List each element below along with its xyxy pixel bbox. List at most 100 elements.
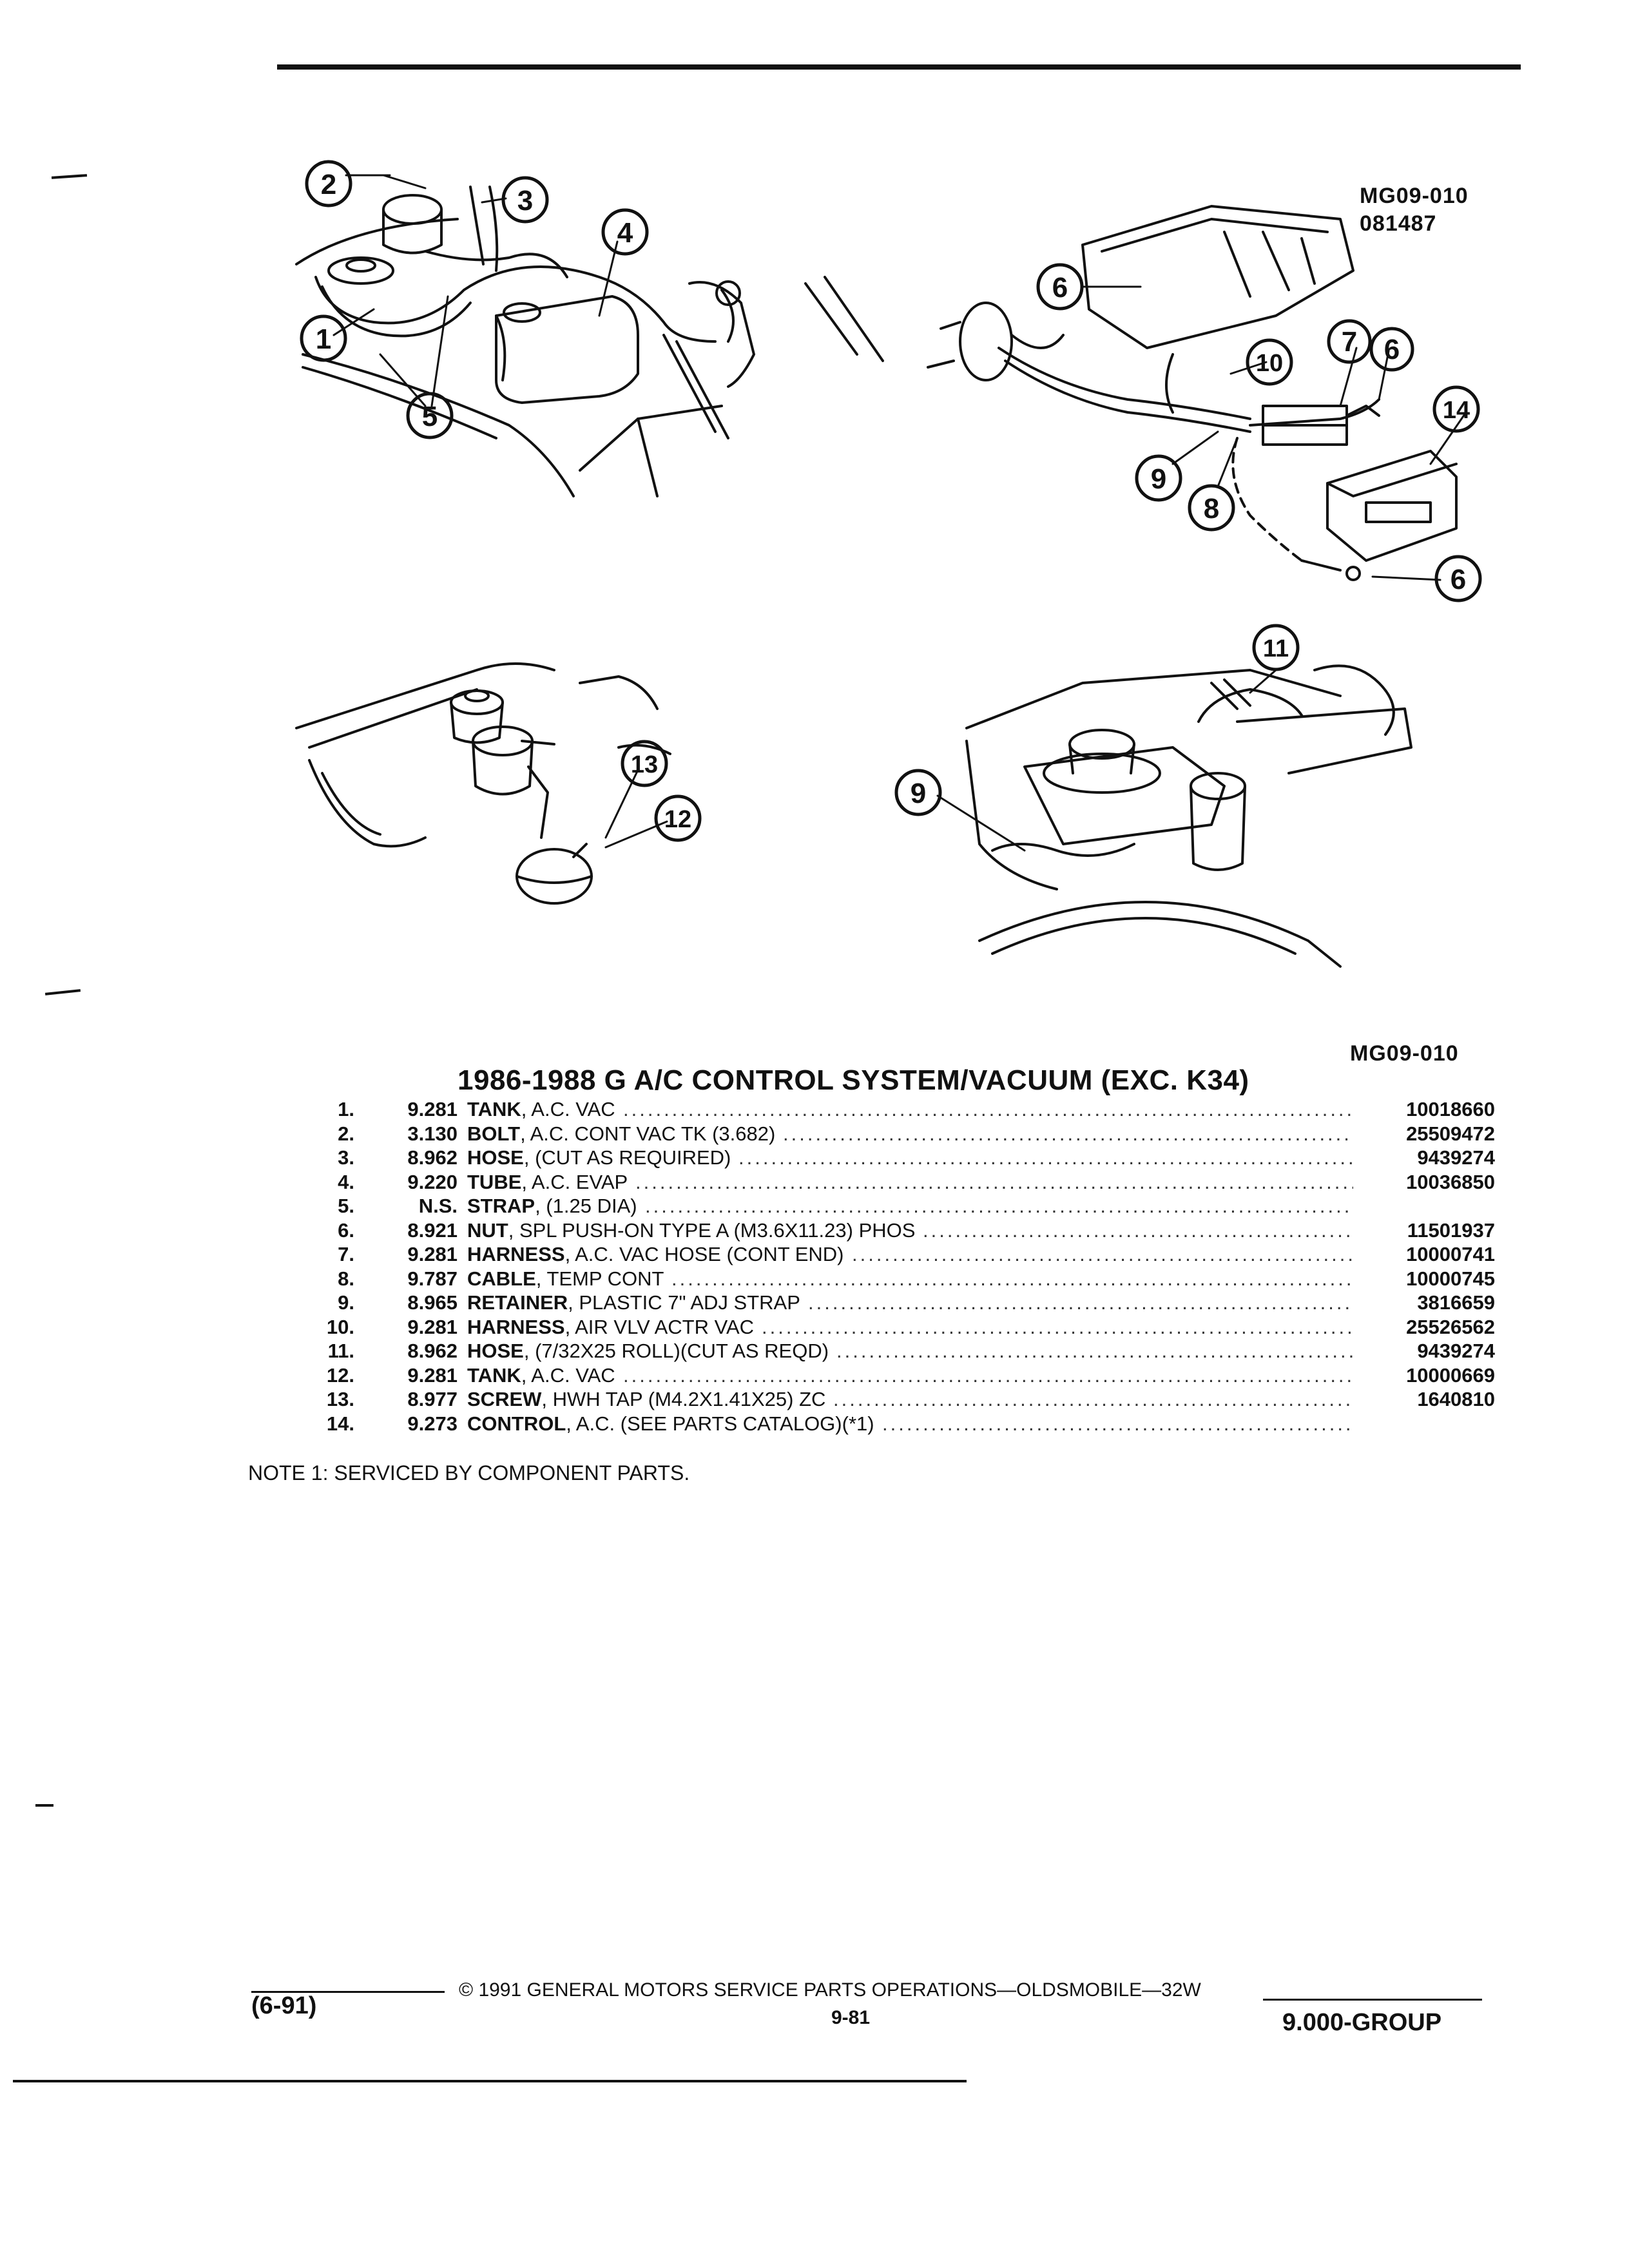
part-description: HOSE, (CUT AS REQUIRED) <box>467 1146 731 1169</box>
figure-engine-vacuum-tank: 2 3 4 1 5 <box>295 160 884 497</box>
callout-6c: 6 <box>1451 564 1466 595</box>
leader-dots: ........................................… <box>762 1315 1353 1338</box>
part-description: HOSE, (7/32X25 ROLL)(CUT AS REQD) <box>467 1340 829 1363</box>
item-number: 5. <box>338 1195 354 1217</box>
part-number: 1640810 <box>1417 1388 1495 1410</box>
part-detail: , A.C. VAC HOSE (CONT END) <box>564 1243 844 1265</box>
leader-dots: ........................................… <box>623 1363 1353 1387</box>
part-description: SCREW, HWH TAP (M4.2X1.41X25) ZC <box>467 1388 825 1411</box>
group-number: 9.281 <box>407 1243 458 1265</box>
leader-dots: ........................................… <box>645 1195 1353 1217</box>
item-number: 14. <box>326 1412 354 1435</box>
part-name: RETAINER <box>467 1291 568 1314</box>
figure-code-top: MG09-010 <box>1360 184 1469 208</box>
item-number: 10. <box>326 1315 354 1338</box>
part-detail: , AIR VLV ACTR VAC <box>564 1315 755 1338</box>
footnote: NOTE 1: SERVICED BY COMPONENT PARTS. <box>248 1461 690 1485</box>
part-description: NUT, SPL PUSH-ON TYPE A (M3.6X11.23) PHO… <box>467 1219 915 1242</box>
part-name: HARNESS <box>467 1243 565 1265</box>
group-number: 8.962 <box>407 1146 458 1169</box>
item-number: 12. <box>326 1363 354 1387</box>
part-description: HARNESS, AIR VLV ACTR VAC <box>467 1316 754 1339</box>
leader-dots: ........................................… <box>852 1243 1353 1265</box>
group-number: 8.921 <box>407 1218 458 1242</box>
parts-row: 13.8.977................................… <box>271 1388 1508 1412</box>
footer-page-number: 9-81 <box>831 2007 871 2028</box>
figure-vacuum-tank-mount: 13 12 <box>295 662 702 905</box>
part-detail: , TEMP CONT <box>535 1267 664 1290</box>
top-rule <box>277 64 1521 70</box>
item-number: 3. <box>338 1146 354 1169</box>
part-description: TUBE, A.C. EVAP <box>467 1171 628 1194</box>
callout-13: 13 <box>631 751 658 778</box>
callout-3: 3 <box>517 185 533 216</box>
part-name: TANK <box>467 1363 521 1387</box>
parts-list: 1. 9.281.................................… <box>271 1098 1508 1436</box>
part-detail: , (1.25 DIA) <box>535 1195 637 1217</box>
part-detail: , (7/32X25 ROLL)(CUT AS REQD) <box>523 1340 829 1362</box>
parts-row: 14.9.273................................… <box>271 1412 1508 1437</box>
part-description: TANK, A.C. VAC <box>467 1098 615 1121</box>
group-number: 8.965 <box>407 1291 458 1314</box>
leader-dots: ........................................… <box>923 1218 1353 1242</box>
part-number: 10000741 <box>1406 1243 1495 1265</box>
margin-mark <box>35 1804 53 1807</box>
parts-row: 10. 9.281................................… <box>271 1316 1508 1340</box>
part-number: 25509472 <box>1406 1122 1495 1145</box>
part-number: 10018660 <box>1406 1098 1495 1120</box>
part-number: 11501937 <box>1407 1218 1495 1242</box>
part-detail: , A.C. VAC <box>521 1098 615 1120</box>
callout-10: 10 <box>1256 350 1283 377</box>
part-description: CONTROL, A.C. (SEE PARTS CATALOG)(*1) <box>467 1412 874 1436</box>
group-number: 9.281 <box>407 1363 458 1387</box>
item-number: 11. <box>327 1340 354 1362</box>
group-number: 9.281 <box>407 1315 458 1338</box>
callout-8: 8 <box>1204 493 1219 524</box>
callout-9b: 9 <box>911 778 926 809</box>
item-number: 1. <box>338 1098 354 1120</box>
part-detail: , A.C. VAC <box>521 1363 615 1387</box>
leader-dots: ........................................… <box>738 1146 1353 1169</box>
callout-1: 1 <box>316 323 331 355</box>
parts-row: 2.3.130.................................… <box>271 1122 1508 1147</box>
item-number: 9. <box>338 1291 354 1314</box>
part-name: NUT <box>467 1218 508 1242</box>
callout-9: 9 <box>1151 463 1166 495</box>
part-detail: , A.C. (SEE PARTS CATALOG)(*1) <box>566 1412 874 1435</box>
group-number: 9.787 <box>407 1267 458 1290</box>
part-number: 10000745 <box>1406 1267 1495 1290</box>
parts-row: 7. 9.281.................................… <box>271 1243 1508 1267</box>
group-number: 8.977 <box>407 1388 458 1410</box>
parts-row: 11.8.962................................… <box>271 1340 1508 1364</box>
figure-engine-hose-route: 11 9 <box>894 624 1412 968</box>
callout-7: 7 <box>1342 326 1357 358</box>
item-number: 2. <box>338 1122 354 1145</box>
group-number: 9.273 <box>407 1412 458 1435</box>
part-detail: , SPL PUSH-ON TYPE A (M3.6X11.23) PHOS <box>508 1218 916 1242</box>
part-detail: , (CUT AS REQUIRED) <box>523 1146 731 1169</box>
part-detail: , A.C. EVAP <box>521 1170 628 1193</box>
callout-14: 14 <box>1443 397 1470 424</box>
figure-date-code: 081487 <box>1360 211 1437 236</box>
part-detail: , PLASTIC 7" ADJ STRAP <box>568 1291 800 1314</box>
parts-row: 6. 8.921.................................… <box>271 1219 1508 1244</box>
callout-4: 4 <box>617 217 633 249</box>
item-number: 6. <box>338 1218 354 1242</box>
margin-mark <box>44 989 81 995</box>
parts-row: 5.N.S...................................… <box>271 1195 1508 1219</box>
part-name: HOSE <box>467 1146 524 1169</box>
part-name: HARNESS <box>467 1315 565 1338</box>
item-number: 13. <box>326 1388 354 1410</box>
group-number: 9.220 <box>407 1170 458 1193</box>
parts-row: 1.9.281.................................… <box>271 1098 1508 1122</box>
leader-dots: ........................................… <box>671 1267 1353 1290</box>
leader-dots: ........................................… <box>783 1122 1353 1145</box>
footer-copyright: © 1991 GENERAL MOTORS SERVICE PARTS OPER… <box>459 1979 1201 2001</box>
part-description: STRAP, (1.25 DIA) <box>467 1195 637 1218</box>
leader-dots: ........................................… <box>635 1170 1353 1193</box>
part-detail: , A.C. CONT VAC TK (3.682) <box>520 1122 776 1145</box>
parts-row: 9.8.965.................................… <box>271 1291 1508 1316</box>
item-number: 7. <box>338 1243 354 1265</box>
callout-12: 12 <box>664 806 691 833</box>
leader-dots: ........................................… <box>623 1098 1353 1120</box>
